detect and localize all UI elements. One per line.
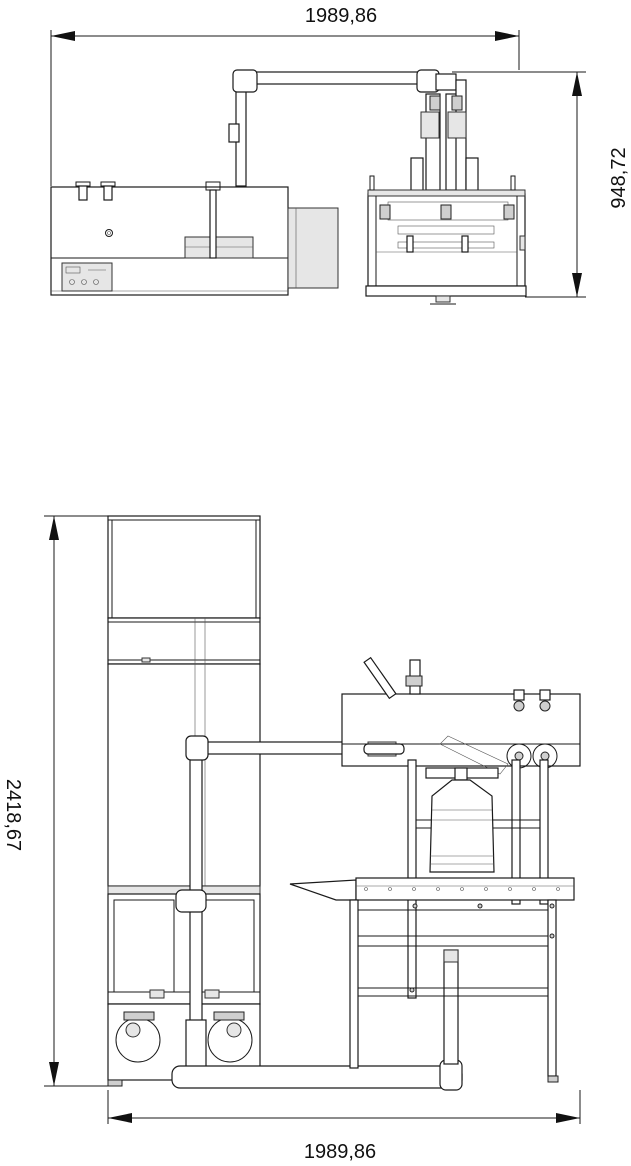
- bottom-height-label: 2418,67: [2, 779, 24, 851]
- filling-machine: [289, 656, 581, 1083]
- bottom-width-label: 1989,86: [304, 1141, 376, 1163]
- right-machine: [365, 73, 527, 305]
- left-cabinet: [50, 181, 339, 296]
- top-height-dimension: 948,72: [452, 71, 630, 298]
- bottom-width-dimension: 1989,86: [107, 1090, 581, 1163]
- top-view: 1989,86 948,72: [50, 5, 630, 305]
- bottom-height-dimension: 2418,67: [2, 515, 108, 1087]
- top-height-label: 948,72: [608, 147, 630, 208]
- water-bottle: [429, 767, 495, 873]
- overhead-pipe: [228, 69, 440, 187]
- bottom-view: 2418,67 1989,86: [2, 515, 581, 1163]
- return-pipe: [171, 735, 463, 1091]
- top-width-label: 1989,86: [305, 5, 377, 27]
- left-tower: [107, 515, 261, 1087]
- top-width-dimension: 1989,86: [50, 5, 520, 186]
